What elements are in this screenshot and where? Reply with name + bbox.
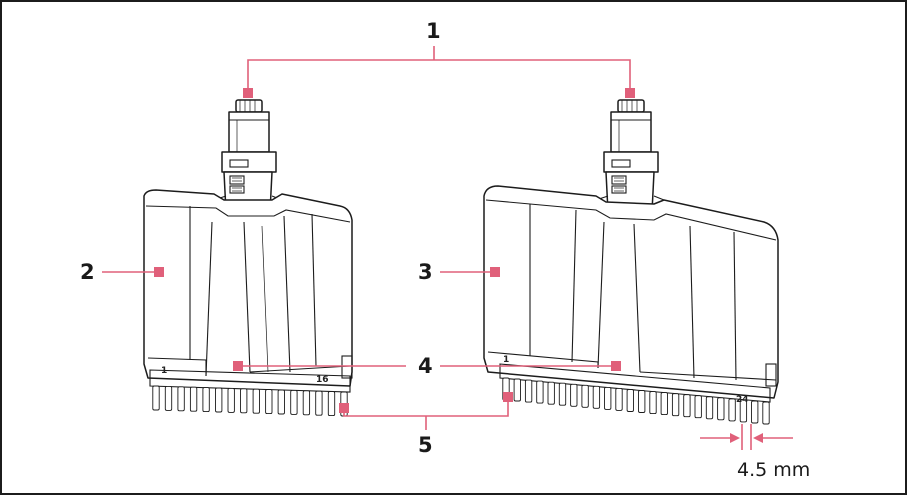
module-24-nozzle-16 <box>671 393 680 417</box>
callout-4-label: 4 <box>418 354 433 378</box>
module-16-nozzle-5 <box>202 387 210 413</box>
dimension-arrowhead-left <box>730 433 740 443</box>
module-24-nozzle-11 <box>615 387 623 411</box>
module-16-nozzle-9 <box>252 388 260 414</box>
module-16-nozzle-11 <box>277 389 285 415</box>
callout-1-marker-left <box>243 88 253 98</box>
module-24-nozzle-8 <box>581 384 589 408</box>
module-24-nozzle-9 <box>592 385 601 409</box>
module-16-nozzle-7 <box>227 387 235 413</box>
module-24-nozzle-14 <box>649 391 657 415</box>
module-16-nozzle-1 <box>152 385 160 411</box>
module-24-nozzle-23 <box>751 400 759 424</box>
module-24-nozzle-6 <box>558 382 567 406</box>
module-16-last-channel-mark: 16 <box>316 375 329 385</box>
callout-1-marker-right <box>625 88 635 98</box>
module-24-nozzle-19 <box>705 396 714 420</box>
callout-5-marker-right <box>503 392 513 402</box>
callout-4-marker-right <box>611 361 621 371</box>
module-16-nozzle-13 <box>302 390 311 416</box>
module-24-last-channel-mark: 24 <box>736 395 749 405</box>
module-16-nozzle-15 <box>327 391 336 417</box>
module-24-nozzle-2 <box>513 378 521 402</box>
module-16-nozzle-6 <box>215 387 223 413</box>
callout-1-label: 1 <box>426 19 441 43</box>
callout-2-label: 2 <box>80 260 95 284</box>
dimension-label: 4.5 mm <box>737 459 810 481</box>
callout-5-label: 5 <box>418 433 433 457</box>
module-24-nozzle-4 <box>536 380 544 404</box>
callout-3-label: 3 <box>418 260 433 284</box>
module-16-housing <box>143 189 353 393</box>
module-24-nozzle-18 <box>694 395 702 419</box>
module-24-nozzle-15 <box>660 392 668 416</box>
module-24-housing <box>483 185 779 403</box>
module-16-nozzle-2 <box>164 385 173 411</box>
dimension-arrowhead-right <box>753 433 763 443</box>
module-16-nozzle-14 <box>315 390 323 416</box>
module-16-nozzle-8 <box>240 388 248 414</box>
callout-2-marker <box>154 267 164 277</box>
callout-2: 2 <box>80 260 164 284</box>
callout-1: 1 <box>243 19 635 98</box>
module-24-nozzle-17 <box>683 394 691 418</box>
module-24-nozzle-12 <box>626 389 634 412</box>
module-16-nozzle-12 <box>290 389 298 415</box>
module-24-nozzle-21 <box>728 398 736 422</box>
callout-3-marker <box>490 267 500 277</box>
callout-5: 5 <box>339 392 513 457</box>
module-24-nozzle-5 <box>547 381 555 405</box>
module-24-nozzle-3 <box>524 379 533 403</box>
callout-4: 4 <box>233 354 621 378</box>
nozzle-pitch-dimension: 4.5 mm <box>700 424 810 481</box>
module-16-first-channel-mark: 1 <box>161 366 167 376</box>
module-16-nozzle-3 <box>177 386 185 412</box>
module-24-first-channel-mark: 1 <box>503 355 509 365</box>
module-24-nozzle-22 <box>739 399 748 423</box>
module-24-nozzle-24 <box>762 401 770 425</box>
callout-4-marker-left <box>233 361 243 371</box>
module-16-nozzle-10 <box>265 389 273 415</box>
module-24-nozzle-10 <box>604 386 612 410</box>
callout-3: 3 <box>418 260 500 284</box>
module-24-nozzle-20 <box>717 397 725 421</box>
module-16-channel: 1 16 <box>143 99 353 417</box>
module-16-nozzle-4 <box>189 386 198 412</box>
module-24-nozzle-7 <box>570 383 578 407</box>
callout-1-leader <box>247 46 631 92</box>
module-24-nozzle-13 <box>638 390 646 413</box>
callout-5-marker-left <box>339 403 349 413</box>
